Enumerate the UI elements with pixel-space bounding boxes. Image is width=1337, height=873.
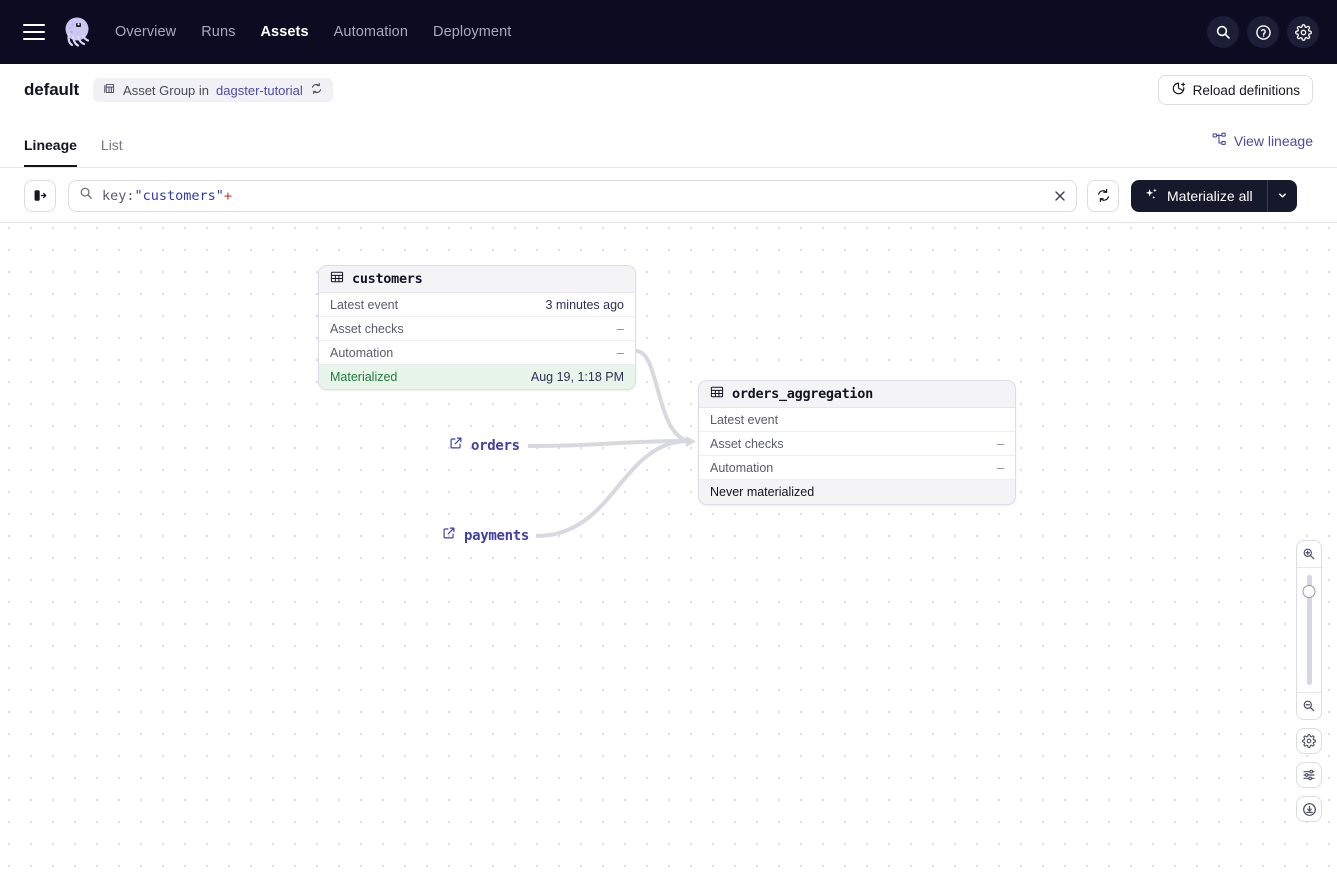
zoom-slider-handle[interactable] [1302, 585, 1316, 598]
external-asset-node-orders[interactable]: orders [449, 436, 520, 455]
gear-icon[interactable] [1287, 16, 1319, 48]
edge-payments-to-orders-aggregation [535, 439, 689, 538]
search-icon[interactable] [1207, 16, 1239, 48]
table-icon [330, 270, 344, 289]
graph-settings-gear-icon[interactable] [1296, 728, 1322, 754]
panel-expand-icon[interactable] [24, 179, 56, 212]
view-lineage-link[interactable]: View lineage [1212, 132, 1313, 150]
page-title: default [24, 80, 80, 99]
asset-node-header: orders_aggregation [699, 381, 1015, 408]
external-link-icon [442, 526, 456, 545]
row-value: – [616, 321, 624, 336]
asset-node-header: customers [319, 266, 635, 293]
edge-customers-to-orders-aggregation [635, 349, 689, 443]
asset-node-row-asset-checks: Asset checks – [699, 432, 1015, 456]
lineage-canvas[interactable]: customers Latest event 3 minutes ago Ass… [0, 223, 1337, 873]
page-header: default Asset Group in dagster-tutorial [0, 64, 1337, 116]
tabs-row: Lineage List View lineage [0, 116, 1337, 168]
asset-group-chip-link[interactable]: dagster-tutorial [216, 82, 303, 98]
edge-arrowhead [686, 436, 696, 447]
edge-orders-to-orders-aggregation [527, 439, 689, 448]
main-nav-links: Overview Runs Assets Automation Deployme… [115, 24, 511, 40]
refresh-icon[interactable] [1087, 179, 1119, 212]
row-value: – [996, 436, 1004, 451]
materialize-all-group: Materialize all [1131, 179, 1297, 212]
asset-node-customers[interactable]: customers Latest event 3 minutes ago Ass… [318, 265, 636, 390]
asset-node-title: customers [352, 271, 423, 287]
asset-node-row-materialized[interactable]: Materialized Aug 19, 1:18 PM [319, 365, 635, 389]
nav-link-automation[interactable]: Automation [333, 24, 409, 40]
row-value: – [616, 345, 624, 360]
asset-node-row-never-materialized: Never materialized [699, 480, 1015, 504]
row-label: Asset checks [330, 321, 404, 336]
lineage-edges [527, 349, 696, 538]
search-query-text: key:"customers"+ [102, 188, 232, 204]
chevron-down-icon[interactable] [1266, 179, 1297, 212]
row-label: Materialized [330, 370, 398, 384]
nav-link-deployment[interactable]: Deployment [433, 24, 512, 40]
divider [1297, 567, 1321, 568]
asset-node-orders-aggregation[interactable]: orders_aggregation Latest event Asset ch… [698, 380, 1016, 505]
search-icon [79, 186, 93, 205]
top-navigation-bar: Overview Runs Assets Automation Deployme… [0, 0, 1337, 64]
row-value: – [996, 460, 1004, 475]
hamburger-icon[interactable] [23, 24, 45, 40]
help-icon[interactable] [1247, 16, 1279, 48]
sparkle-icon [1144, 187, 1159, 205]
zoom-slider-stack [1296, 540, 1322, 720]
zoom-in-icon[interactable] [1297, 541, 1321, 567]
asset-node-row-latest-event: Latest event 3 minutes ago [319, 293, 635, 317]
asset-group-icon [103, 82, 116, 98]
zoom-controls-panel [1296, 540, 1322, 822]
table-icon [710, 385, 724, 404]
tab-list-view[interactable]: List [100, 137, 123, 153]
zoom-out-icon[interactable] [1297, 693, 1321, 719]
search-query-operator: + [223, 187, 233, 204]
row-label: Automation [330, 345, 394, 360]
asset-group-chip[interactable]: Asset Group in dagster-tutorial [93, 78, 333, 102]
asset-group-chip-prefix: Asset Group in [123, 82, 210, 98]
materialize-all-label: Materialize all [1167, 187, 1253, 204]
row-label: Asset checks [710, 436, 784, 451]
asset-node-title: orders_aggregation [732, 386, 873, 402]
reload-definitions-button[interactable]: Reload definitions [1157, 75, 1313, 105]
row-label: Latest event [710, 412, 779, 427]
asset-node-row-asset-checks: Asset checks – [319, 317, 635, 341]
row-label: Latest event [330, 297, 399, 312]
reload-icon[interactable] [310, 82, 323, 98]
tab-list: Lineage List [24, 137, 123, 167]
graph-filters-sliders-icon[interactable] [1296, 762, 1322, 788]
close-icon[interactable] [1053, 189, 1067, 203]
dagster-logo[interactable] [59, 14, 95, 50]
graph-toolbar: key:"customers"+ [0, 169, 1337, 223]
zoom-slider[interactable] [1297, 568, 1321, 692]
lineage-icon [1212, 132, 1227, 150]
asset-node-row-latest-event: Latest event [699, 408, 1015, 432]
divider [1297, 692, 1321, 693]
reload-definitions-label: Reload definitions [1192, 82, 1300, 98]
row-label: Automation [710, 460, 774, 475]
asset-search-field[interactable]: key:"customers"+ [68, 179, 1077, 212]
row-label: Never materialized [710, 485, 815, 499]
nav-action-buttons [1207, 0, 1319, 64]
zoom-slider-track [1306, 575, 1312, 685]
external-link-icon [449, 436, 463, 455]
nav-link-overview[interactable]: Overview [115, 24, 177, 40]
materialize-all-button[interactable]: Materialize all [1131, 180, 1267, 212]
nav-link-assets[interactable]: Assets [260, 24, 309, 40]
reload-definitions-icon [1171, 81, 1186, 99]
asset-node-row-automation: Automation – [319, 341, 635, 365]
external-asset-label: payments [464, 527, 530, 544]
row-value: Aug 19, 1:18 PM [530, 370, 624, 384]
external-asset-node-payments[interactable]: payments [442, 526, 529, 545]
search-query-string: "customers" [134, 187, 224, 204]
search-query-key: key: [102, 187, 135, 204]
view-lineage-label: View lineage [1233, 133, 1313, 149]
external-asset-label: orders [471, 437, 520, 454]
tab-lineage[interactable]: Lineage [24, 137, 77, 167]
fit-view-icon[interactable] [1296, 796, 1322, 822]
asset-node-row-automation: Automation – [699, 456, 1015, 480]
row-value: 3 minutes ago [545, 297, 624, 312]
nav-link-runs[interactable]: Runs [201, 24, 236, 40]
